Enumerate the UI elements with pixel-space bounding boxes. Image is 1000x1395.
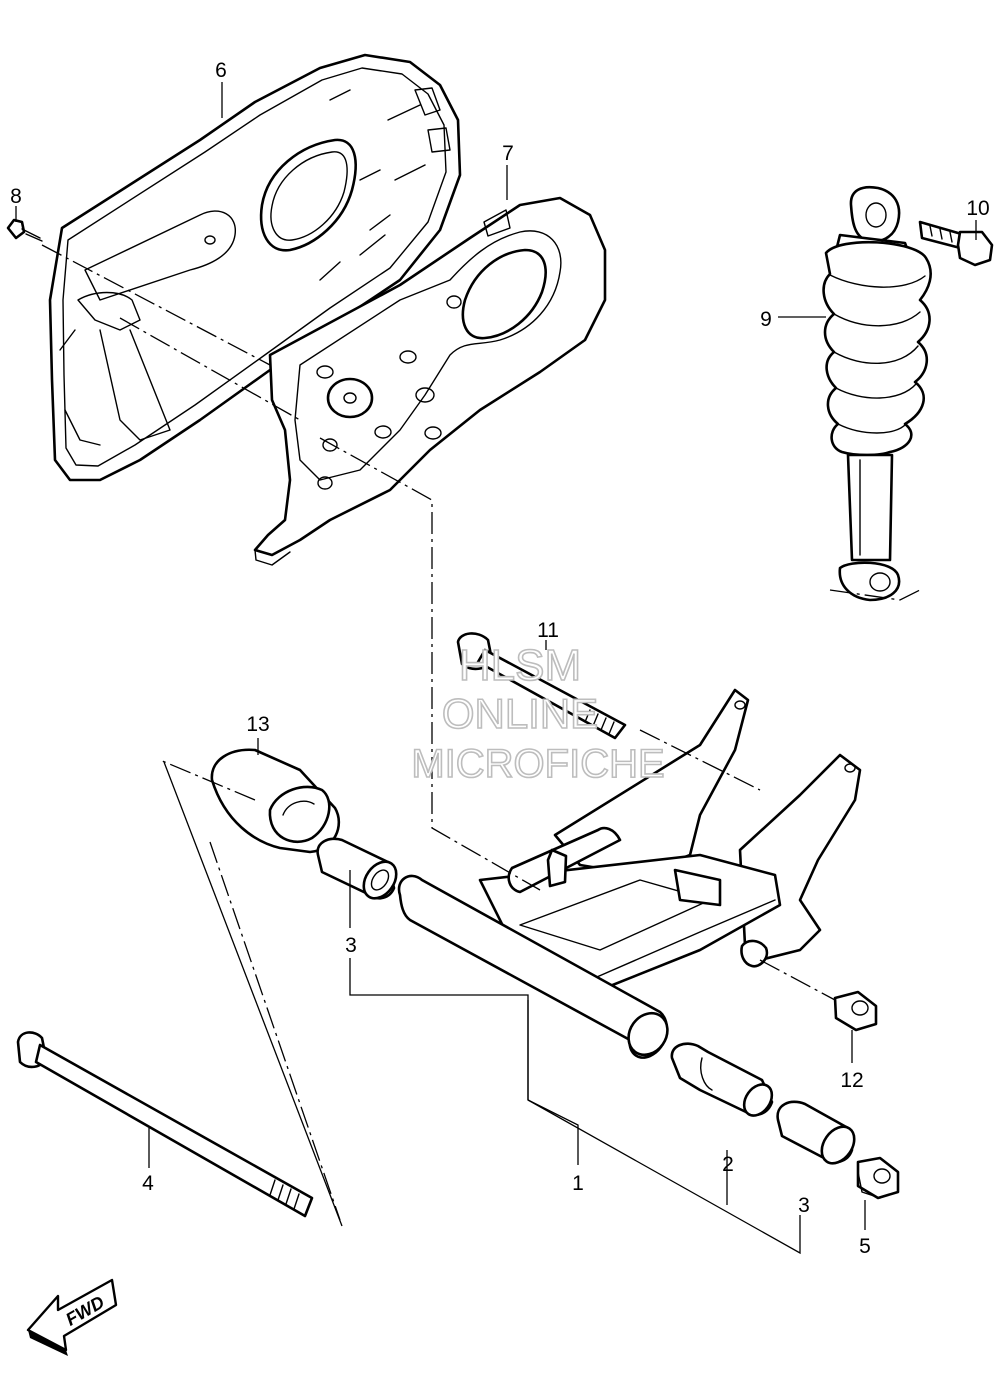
watermark-line-2: ONLINE [442,690,598,737]
leader-lines [15,82,977,1255]
watermark-line-3: MICROFICHE [411,742,664,786]
callout-6: 6 [215,59,227,82]
part-10-bolt[interactable] [918,220,994,267]
part-7-inner-plate[interactable] [253,196,607,566]
part-3-bushing-lower[interactable] [776,1100,861,1170]
callout-7: 7 [502,142,514,165]
callout-4: 4 [142,1172,154,1195]
part-13-collar[interactable] [210,748,341,854]
callout-11: 11 [537,619,559,642]
watermark: HLSM ONLINE MICROFICHE [411,640,666,787]
callout-labels: 1 2 3 3 4 5 6 7 8 9 10 11 12 13 [10,59,990,1258]
part-12-nut[interactable] [833,990,878,1032]
callout-3-upper: 3 [345,934,357,957]
part-3-bushing-upper[interactable] [316,837,403,905]
part-6-outer-cover[interactable] [48,53,462,482]
fwd-direction-arrow: FWD [26,1278,118,1356]
callout-1: 1 [572,1172,584,1195]
callout-2: 2 [722,1153,734,1176]
part-9-shock-absorber[interactable] [822,185,932,602]
part-8-screw[interactable] [6,218,43,242]
callout-5: 5 [859,1235,871,1258]
assembly-centerlines [41,244,921,1221]
callout-9: 9 [760,308,772,331]
callout-12: 12 [840,1069,863,1092]
callout-8: 8 [10,185,22,208]
part-4-pivot-bolt[interactable] [16,1031,314,1218]
part-2-flanged-bushing[interactable] [670,1042,778,1121]
callout-3-lower: 3 [798,1194,810,1217]
part-5-nut[interactable] [856,1156,900,1200]
callout-10: 10 [966,197,989,220]
part-1-pivot-tube[interactable] [397,874,675,1062]
part-11-stud-bolt[interactable] [456,632,627,740]
swing-arm-frame [478,688,862,992]
callout-13: 13 [246,713,269,736]
watermark-line-1: HLSM [459,641,581,690]
